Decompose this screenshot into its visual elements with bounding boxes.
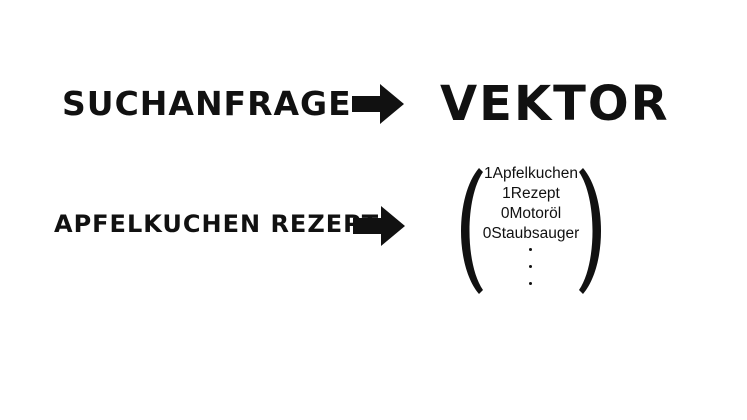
vector-entry: 1Rezept: [472, 184, 590, 204]
example-query-label: APFELKUCHEN REZEPT: [54, 210, 380, 238]
entry-term: Apfelkuchen: [492, 165, 578, 182]
entry-value: 0: [500, 205, 510, 222]
right-arrow-icon: [352, 84, 404, 124]
right-arrow-icon: [353, 206, 405, 246]
entry-term: Rezept: [510, 185, 560, 202]
vector-ellipsis: [528, 248, 536, 299]
vector-entry: 1Apfelkuchen: [472, 164, 590, 184]
ellipsis-dot: [529, 248, 532, 251]
entry-value: 1: [484, 165, 493, 182]
left-parenthesis-icon: [461, 168, 483, 294]
entry-value: 1: [502, 185, 511, 202]
vector-entry: 0Motoröl: [472, 204, 590, 224]
query-label: SUCHANFRAGE: [62, 84, 352, 123]
ellipsis-dot: [529, 265, 532, 268]
ellipsis-dot: [529, 282, 532, 285]
vector-entries: 1Apfelkuchen 1Rezept 0Motoröl 0Staubsaug…: [472, 164, 590, 244]
vector-label: VEKTOR: [440, 76, 670, 132]
vector-entry: 0Staubsauger: [472, 224, 590, 244]
entry-term: Motoröl: [509, 205, 562, 222]
entry-term: Staubsauger: [491, 225, 580, 242]
entry-value: 0: [482, 225, 492, 242]
right-parenthesis-icon: [579, 168, 601, 294]
